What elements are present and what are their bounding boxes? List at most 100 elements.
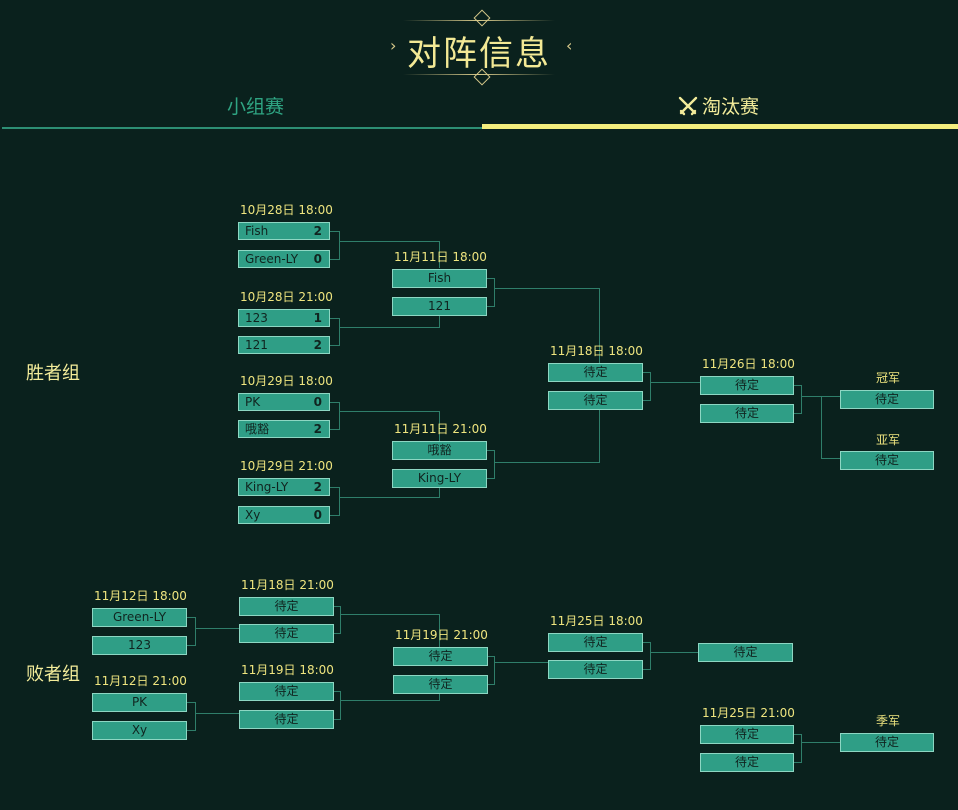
team-name: Green-LY (245, 252, 299, 266)
team-slot[interactable]: 待定 (239, 682, 334, 701)
team-score: 2 (313, 338, 322, 352)
bracket-line (340, 700, 440, 701)
bracket-line (643, 642, 651, 643)
bracket-line (187, 617, 196, 618)
team-slot[interactable]: 123 (92, 636, 187, 655)
bracket-line (794, 762, 802, 763)
team-slot[interactable]: Xy (92, 721, 187, 740)
bracket-line (330, 515, 340, 516)
team-score: 0 (313, 395, 322, 409)
bracket-line (334, 719, 341, 720)
title-line-top (403, 20, 555, 21)
team-name: King-LY (245, 480, 289, 494)
bracket-line (439, 315, 440, 328)
team-slot[interactable]: 待定 (698, 643, 793, 662)
bracket-line (340, 691, 341, 720)
team-slot[interactable]: 待定 (393, 647, 488, 666)
team-score: 2 (313, 422, 322, 436)
bracket-line (487, 478, 495, 479)
tab-knockout-label: 淘汰赛 (701, 96, 759, 118)
team-slot[interactable]: PK (92, 693, 187, 712)
bracket-line (339, 318, 340, 346)
bracket-line (339, 241, 440, 242)
team-slot[interactable]: 待定 (239, 624, 334, 643)
bracket-line (339, 497, 440, 498)
team-slot[interactable]: 待定 (548, 391, 643, 410)
bracket-line (339, 231, 340, 260)
bracket-line (494, 462, 599, 463)
bracket-line (195, 713, 239, 714)
bracket-line (330, 259, 340, 260)
winners-bracket-label: 胜者组 (26, 363, 80, 384)
team-slot[interactable]: King-LY (392, 469, 487, 488)
match-date: 11月19日 21:00 (395, 628, 488, 642)
bracket-line (650, 372, 651, 401)
bracket-line (187, 645, 196, 646)
team-slot[interactable]: 待定 (548, 363, 643, 382)
team-slot[interactable]: 待定 (700, 404, 794, 423)
bracket-line (650, 642, 651, 670)
bracket-line (650, 652, 698, 653)
team-slot[interactable]: 待定 (700, 753, 794, 772)
bracket-line (488, 656, 495, 657)
match-date: 11月19日 18:00 (241, 663, 334, 677)
tab-underline (2, 127, 482, 129)
tab-group-stage-label: 小组赛 (226, 96, 284, 118)
tab-group-stage[interactable]: 小组赛 (16, 92, 495, 119)
third-place-slot[interactable]: 待定 (840, 733, 934, 752)
match-date: 11月18日 21:00 (241, 578, 334, 592)
bracket-line (439, 241, 440, 268)
tab-underline-active (482, 124, 958, 129)
team-score: 0 (313, 252, 322, 266)
bracket-line (187, 730, 196, 731)
bracket-line (187, 702, 196, 703)
team-slot[interactable]: 待定 (700, 376, 794, 395)
bracket-line (439, 487, 440, 498)
team-score: 2 (313, 480, 322, 494)
bracket-line (821, 396, 822, 459)
team-slot[interactable]: 待定 (548, 633, 643, 652)
bracket-line (599, 409, 600, 463)
bracket-line (821, 458, 840, 459)
runner-up-slot[interactable]: 待定 (840, 451, 934, 470)
team-slot[interactable]: Green-LY 0 (238, 250, 330, 268)
tab-knockout[interactable]: 淘汰赛 (479, 92, 958, 121)
bracket-line (334, 633, 341, 634)
match-date: 11月25日 21:00 (702, 706, 795, 720)
page-title: 对阵信息 (407, 34, 551, 74)
bracket-line (801, 385, 802, 414)
match-date: 11月11日 18:00 (394, 250, 487, 264)
team-slot[interactable]: 待定 (239, 597, 334, 616)
team-slot[interactable]: King-LY 2 (238, 478, 330, 496)
match-date: 11月25日 18:00 (550, 614, 643, 628)
bracket-line (339, 327, 440, 328)
team-slot[interactable]: 哦豁 2 (238, 420, 330, 438)
bracket-line (487, 450, 495, 451)
bracket-line (494, 662, 548, 663)
match-date: 11月12日 21:00 (94, 674, 187, 688)
bracket-line (488, 684, 495, 685)
team-name: 哦豁 (245, 422, 270, 436)
team-slot[interactable]: 121 (392, 297, 487, 316)
bracket-line (643, 669, 651, 670)
team-slot[interactable]: Green-LY (92, 608, 187, 627)
bracket-line (439, 411, 440, 441)
team-slot[interactable]: Fish (392, 269, 487, 288)
team-slot[interactable]: 待定 (548, 660, 643, 679)
bracket-line (195, 628, 239, 629)
team-score: 1 (313, 311, 322, 325)
team-slot[interactable]: 哦豁 (392, 441, 487, 460)
team-slot[interactable]: 待定 (700, 725, 794, 744)
team-slot[interactable]: 待定 (239, 710, 334, 729)
champion-slot[interactable]: 待定 (840, 390, 934, 409)
bracket-line (494, 278, 495, 307)
bracket-line (439, 693, 440, 701)
bracket-line (494, 288, 599, 289)
team-slot[interactable]: 待定 (393, 675, 488, 694)
champion-label: 冠军 (876, 371, 901, 385)
